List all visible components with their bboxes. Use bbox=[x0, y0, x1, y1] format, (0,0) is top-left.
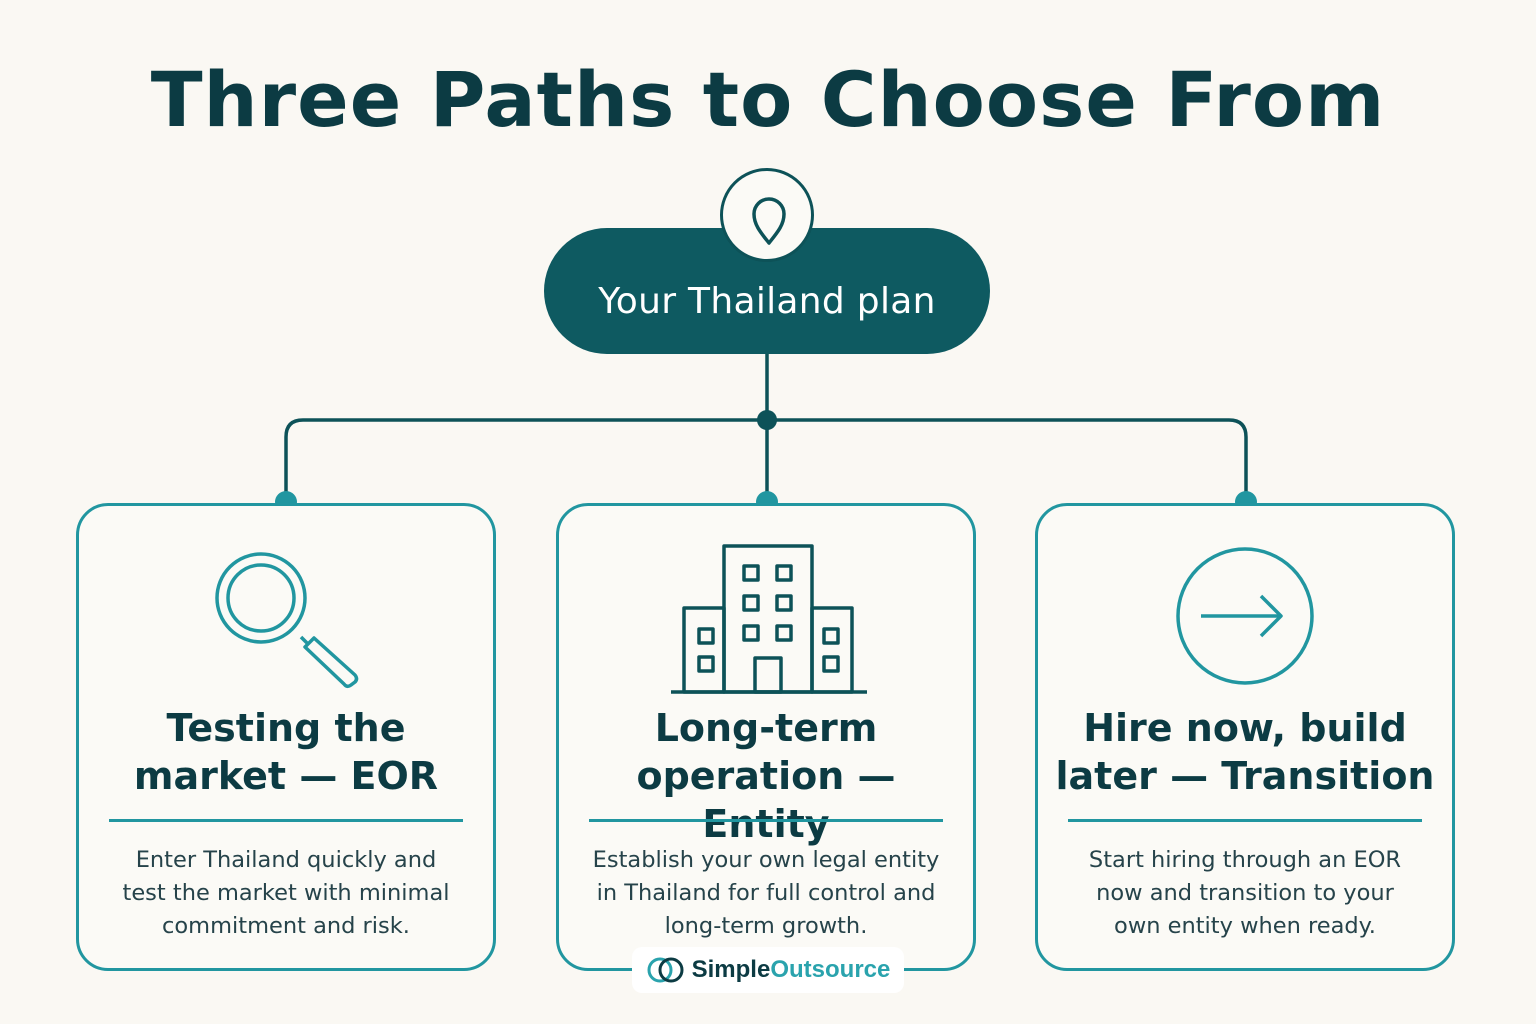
divider bbox=[1068, 819, 1422, 822]
path-title: Long-term operation — Entity bbox=[636, 706, 896, 846]
path-title: Hire now, build later — Transition bbox=[1055, 706, 1435, 798]
path-card-eor: Testing the market — EOR Enter Thailand … bbox=[76, 503, 496, 971]
building-icon bbox=[671, 544, 867, 694]
divider bbox=[109, 819, 463, 822]
map-pin-icon bbox=[720, 168, 814, 262]
junction-dot bbox=[757, 410, 777, 430]
path-description: Establish your own legal entity in Thail… bbox=[592, 847, 940, 939]
divider bbox=[589, 819, 943, 822]
root-label: Your Thailand plan bbox=[598, 280, 936, 322]
page-title: Three Paths to Choose From bbox=[150, 55, 1386, 144]
logo-mark-icon bbox=[647, 957, 684, 983]
path-card-entity: Long-term operation — Entity Establish y… bbox=[556, 503, 976, 971]
path-title: Testing the market — EOR bbox=[133, 706, 439, 798]
arrow-right-circle-icon bbox=[1176, 547, 1314, 685]
path-card-transition: Hire now, build later — Transition Start… bbox=[1035, 503, 1455, 971]
magnifying-glass-icon bbox=[215, 552, 359, 689]
path-description: Enter Thailand quickly and test the mark… bbox=[122, 847, 450, 939]
path-description: Start hiring through an EOR now and tran… bbox=[1088, 847, 1402, 939]
